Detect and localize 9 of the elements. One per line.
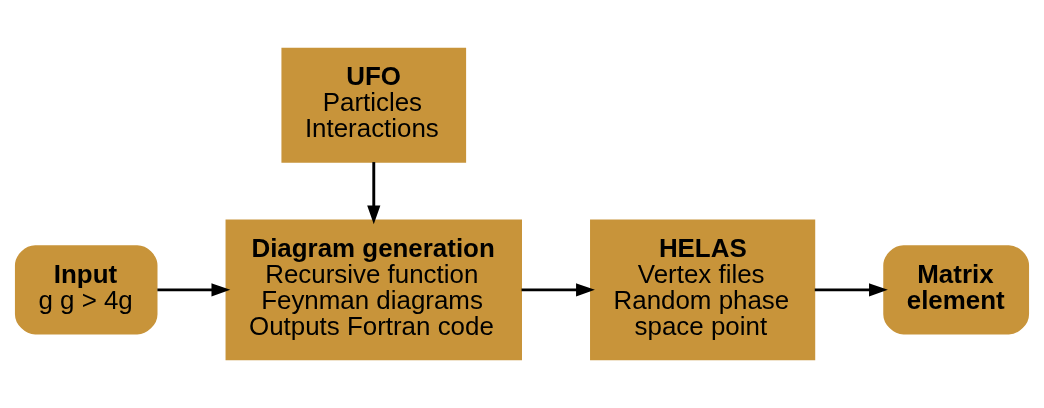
arrow (157, 283, 231, 297)
arrow (367, 162, 381, 225)
node-box: Matrix element (883, 245, 1030, 335)
node-box: Input g g > 4g (14, 245, 158, 335)
arrow (814, 283, 888, 297)
arrow (521, 283, 595, 297)
node-box: HELAS Vertex files Random phase space point (590, 219, 816, 361)
node-box: UFO Particles Interactions (281, 47, 467, 163)
node-box: Diagram generation Recursive function Feynman diagrams Outputs Fortran code (225, 219, 522, 361)
